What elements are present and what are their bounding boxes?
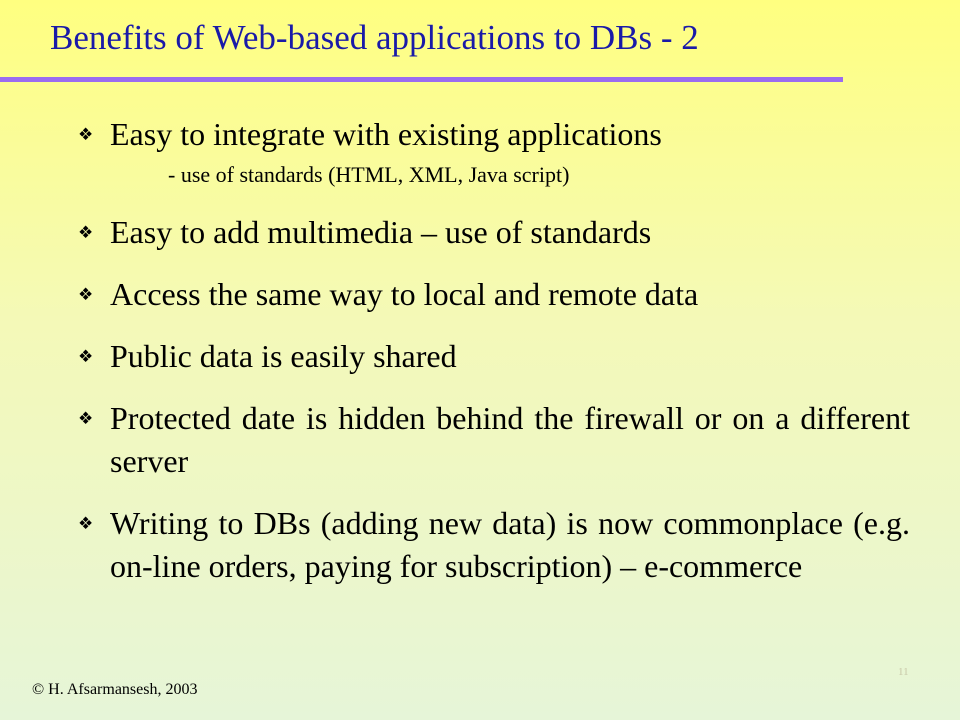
slide-title: Benefits of Web-based applications to DB…: [50, 18, 699, 57]
bullet-list: ❖ Easy to integrate with existing applic…: [78, 113, 910, 588]
bullet-text: Access the same way to local and remote …: [110, 276, 699, 312]
bullet-item: ❖ Easy to add multimedia – use of standa…: [78, 211, 910, 254]
title-underline: [0, 77, 843, 82]
sub-bullet-item: - use of standards (HTML, XML, Java scri…: [168, 158, 910, 192]
bullet-item: ❖ Access the same way to local and remot…: [78, 273, 910, 316]
sub-bullet-text: - use of standards (HTML, XML, Java scri…: [168, 162, 570, 187]
bullet-item: ❖ Writing to DBs (adding new data) is no…: [78, 502, 910, 588]
bullet-text: Public data is easily shared: [110, 338, 457, 374]
diamond-bullet-icon: ❖: [78, 409, 94, 428]
slide-number: 11: [898, 666, 909, 678]
bullet-text: Easy to integrate with existing applicat…: [110, 116, 662, 152]
bullet-item: ❖ Easy to integrate with existing applic…: [78, 113, 910, 156]
bullet-text: Easy to add multimedia – use of standard…: [110, 214, 652, 250]
diamond-bullet-icon: ❖: [78, 514, 94, 533]
bullet-item: ❖ Protected date is hidden behind the fi…: [78, 397, 910, 483]
copyright-footer: © H. Afsarmansesh, 2003: [32, 681, 198, 698]
bullet-item: ❖ Public data is easily shared: [78, 335, 910, 378]
diamond-bullet-icon: ❖: [78, 223, 94, 242]
diamond-bullet-icon: ❖: [78, 347, 94, 366]
bullet-text: Protected date is hidden behind the fire…: [110, 400, 910, 479]
diamond-bullet-icon: ❖: [78, 125, 94, 144]
diamond-bullet-icon: ❖: [78, 285, 94, 304]
bullet-text: Writing to DBs (adding new data) is now …: [110, 505, 910, 584]
